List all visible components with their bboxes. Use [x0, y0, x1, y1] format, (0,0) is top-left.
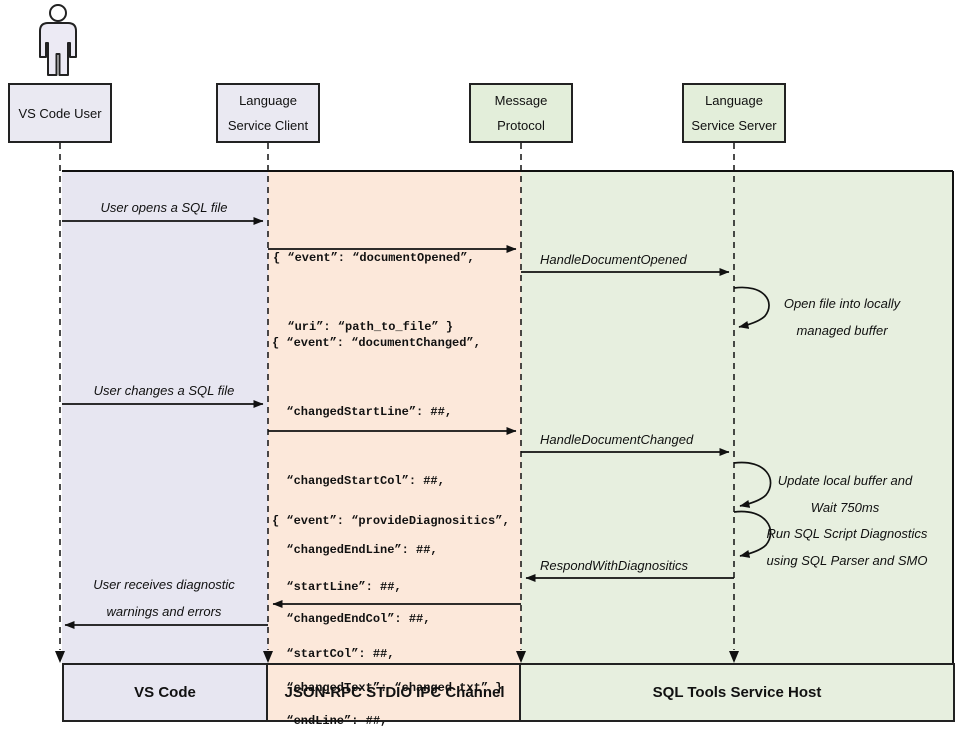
participant-box-server: Language Service Server — [682, 83, 786, 143]
lane-label: SQL Tools Service Host — [652, 684, 822, 701]
participant-label: Language — [239, 93, 297, 108]
lifeline-end-arrow-server — [729, 651, 739, 663]
loop-run-diagnostics — [733, 510, 772, 558]
participant-box-user: VS Code User — [8, 83, 112, 143]
payload-provide-diagnostics: { “event”: “provideDiagnositics”, “start… — [272, 513, 510, 729]
note-user-receives-diagnostics: User receives diagnostic warnings and er… — [93, 577, 235, 619]
participant-box-client: Language Service Client — [216, 83, 320, 143]
column-service-host — [521, 171, 953, 663]
lane-box-ipc-channel: JSON-RPC STDIO IPC Channel — [266, 663, 523, 722]
loop-open-file-buffer — [733, 286, 770, 329]
payload-document-opened: { “event”: “documentOpened”, “uri”: “pat… — [273, 251, 475, 334]
participant-label: Service Client — [227, 118, 309, 133]
loop-update-buffer — [733, 461, 772, 508]
note-handle-document-opened: HandleDocumentOpened — [540, 252, 687, 267]
payload-document-changed: { “event”: “documentChanged”, “changedSt… — [272, 336, 503, 695]
lane-label: JSON-RPC STDIO IPC Channel — [284, 684, 505, 701]
note-run-sql-diagnostics: Run SQL Script Diagnostics using SQL Par… — [766, 526, 928, 568]
note-respond-with-diagnostics: RespondWithDiagnositics — [540, 558, 689, 573]
person-icon — [39, 4, 77, 76]
note-user-opens-file: User opens a SQL file — [100, 200, 228, 215]
participant-label: Language — [705, 93, 763, 108]
note-user-changes-file: User changes a SQL file — [93, 383, 235, 398]
note-open-file-buffer: Open file into locally managed buffer — [783, 296, 901, 338]
lane-label: VS Code — [134, 684, 196, 701]
note-update-buffer-wait: Update local buffer and Wait 750ms — [777, 473, 913, 515]
participant-label: Service Server — [691, 118, 777, 133]
lifeline-end-arrow-protocol — [516, 651, 526, 663]
lifeline-end-arrow-client — [263, 651, 273, 663]
participant-label: Message — [494, 93, 548, 108]
participant-label: Protocol — [497, 118, 545, 133]
column-ipc-channel — [268, 171, 521, 663]
column-vscode — [62, 171, 268, 663]
lane-box-vscode: VS Code — [62, 663, 268, 722]
lane-box-service-host: SQL Tools Service Host — [519, 663, 955, 722]
lifeline-end-arrow-user — [55, 651, 65, 663]
participant-box-protocol: Message Protocol — [469, 83, 573, 143]
participant-label: VS Code User — [18, 105, 102, 121]
note-handle-document-changed: HandleDocumentChanged — [540, 432, 694, 447]
